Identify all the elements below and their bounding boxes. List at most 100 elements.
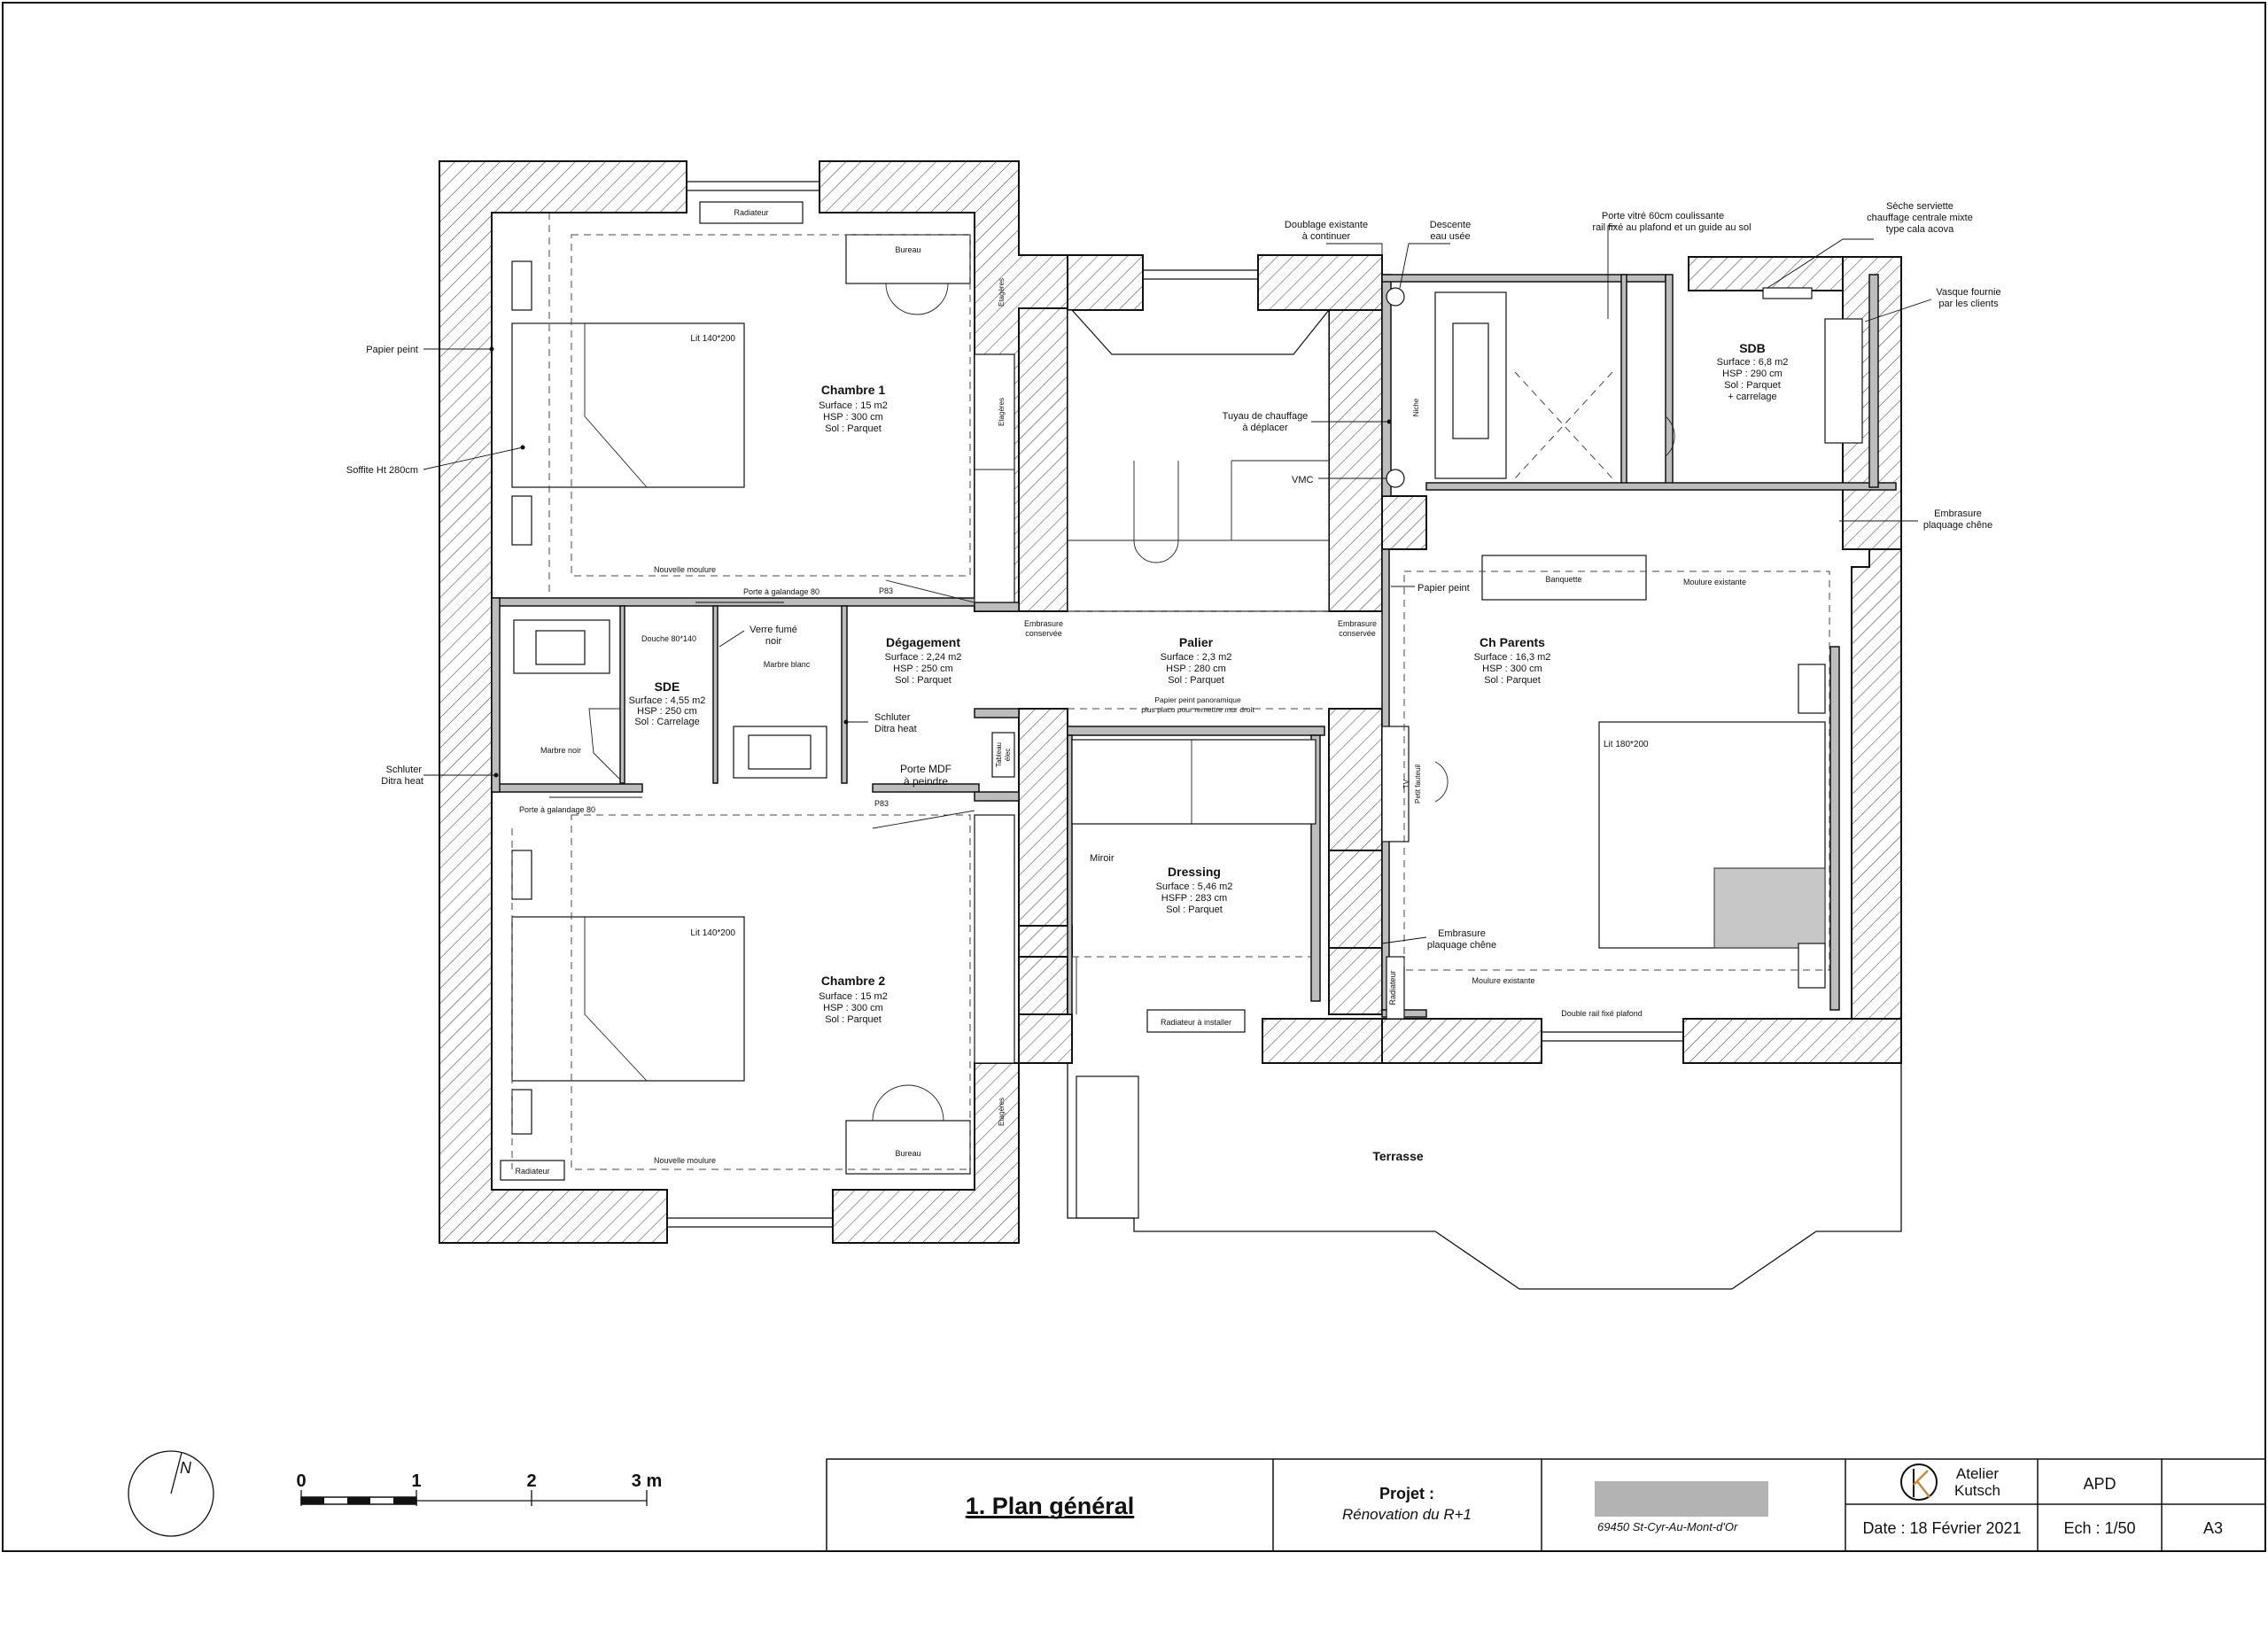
room-name-chparents: Ch Parents [1480,635,1545,649]
note-seche-1: Sèche serviette [1886,201,1953,212]
title-block: 1. Plan général Projet : Rénovation du R… [826,1458,2266,1552]
room-hsp-sdb: HSP : 290 cm [1722,369,1783,379]
walls [439,160,1902,1244]
radiator-label-chambre2: Radiateur [515,1167,549,1176]
room-surface-chparents: Surface : 16,3 m2 [1474,652,1551,663]
note-nouvelle-moulure-bottom: Nouvelle moulure [654,1156,716,1165]
room-sol-sde: Sol : Carrelage [634,717,699,727]
tv-label: TV [1402,779,1410,788]
note-porte-vitre-2: rail fixé au plafond et un guide au sol [1592,222,1751,233]
radiator-label-chambre1: Radiateur [734,208,768,217]
room-surface-dressing: Surface : 5,46 m2 [1156,881,1233,892]
room-surface-palier: Surface : 2,3 m2 [1161,652,1232,663]
room-sol-chambre1: Sol : Parquet [825,423,882,434]
note-etageres-2: Etagères [998,398,1006,426]
note-schluter-left-2: Ditra heat [381,776,423,787]
note-doublage-2: à continuer [1302,231,1351,242]
room-hsp-palier: HSP : 280 cm [1166,664,1226,674]
marble-white-label: Marbre blanc [764,660,811,669]
note-double-rail: Double rail fixé plafond [1561,1009,1643,1018]
projet-label: Projet : [1379,1485,1434,1502]
note-embrasure-l2: conservée [1025,629,1062,638]
note-seche-3: type cala acova [1886,224,1954,235]
phase: APD [2083,1475,2116,1493]
note-porte-galandage-bottom: Porte à galandage 80 [519,805,595,814]
note-verre-2: noir [765,636,782,647]
note-embrasure-l1: Embrasure [1024,619,1063,628]
note-embrasure-chene-r2: plaquage chêne [1923,520,1992,531]
note-tableau-2: élec [1004,749,1012,762]
note-etageres-3: Etagères [998,1098,1006,1126]
room-name-chambre2: Chambre 2 [821,974,886,988]
room-sol-sdb: Sol : Parquet [1724,380,1781,391]
note-embrasure-chene-r1: Embrasure [1934,508,1982,519]
note-embrasure-r2: conservée [1339,629,1376,638]
room-surface-chambre1: Surface : 15 m2 [819,400,888,411]
windows [667,181,1683,1228]
note-vasque-2: par les clients [1938,299,1999,309]
door-p83-top: P83 [879,586,893,595]
note-seche-2: chauffage centrale mixte [1867,213,1973,223]
paper-format: A3 [2203,1519,2223,1537]
door-p83-bottom: P83 [874,799,889,808]
room-hsp-chambre2: HSP : 300 cm [823,1003,883,1013]
room-surface-chambre2: Surface : 15 m2 [819,991,888,1002]
note-embrasure-r1: Embrasure [1338,619,1377,628]
room-name-dressing: Dressing [1168,865,1221,879]
note-nouvelle-moulure-top: Nouvelle moulure [654,565,716,574]
desk-label-chambre1: Bureau [895,245,920,254]
mirror-label: Miroir [1090,853,1115,864]
room-name-sdb: SDB [1739,341,1766,355]
redacted-address-block [1595,1481,1768,1517]
note-embrasure-chene-m1: Embrasure [1438,928,1486,939]
note-porte-galandage-top: Porte à galandage 80 [743,587,819,596]
scale-label-3: 3 m [632,1471,662,1491]
room-hsp-degagement: HSP : 250 cm [893,664,953,674]
note-doublage-1: Doublage existante [1285,220,1368,230]
note-vmc: VMC [1292,475,1314,485]
radiator-label-dressing: Radiateur à installer [1161,1018,1231,1027]
firm-name-1: Atelier [1956,1465,2000,1482]
room-sol-chparents: Sol : Parquet [1484,675,1541,686]
note-schluter-left-1: Schluter [386,765,423,775]
palier-wallpaper-2: plus placo pour remettre mur droit [1141,705,1254,714]
note-embrasure-chene-m2: plaquage chêne [1427,940,1496,951]
scale-bar: 0 1 2 3 m [296,1471,662,1506]
room-hsfp-dressing: HSFP : 283 cm [1161,893,1227,904]
niche-label: Niche [1412,398,1420,416]
note-papier-peint-left: Papier peint [366,345,418,355]
note-tuyau-2: à déplacer [1242,423,1288,433]
room-labels: Chambre 1 Surface : 15 m2 HSP : 300 cm S… [515,208,1788,1176]
note-schluter-mid-2: Ditra heat [874,724,917,734]
shower-label: Douche 80*140 [641,634,696,643]
room-sol-palier: Sol : Parquet [1168,675,1224,686]
room-surface-sde: Surface : 4,55 m2 [629,695,706,706]
note-tableau-1: Tableau [995,742,1003,767]
note-etageres-1: Etagères [998,278,1006,307]
drawing-scale: Ech : 1/50 [2063,1519,2135,1537]
room-name-chambre1: Chambre 1 [821,383,886,397]
note-porte-vitre-1: Porte vitré 60cm coulissante [1602,211,1724,221]
room-hsp-chambre1: HSP : 300 cm [823,412,883,423]
note-descente-2: eau usée [1430,231,1470,242]
desk-label-chambre2: Bureau [895,1149,920,1158]
room-surface-sdb: Surface : 6,8 m2 [1717,357,1789,368]
project-address: 69450 St-Cyr-Au-Mont-d'Or [1597,1520,1738,1533]
room-sol-chambre2: Sol : Parquet [825,1014,882,1025]
room-sol2-sdb: + carrelage [1728,392,1776,402]
note-verre-1: Verre fumé [750,625,797,635]
furniture [500,201,1902,1290]
note-moulure-existante-bottom: Moulure existante [1472,976,1534,985]
pouf-label: Petit fauteuil [1414,765,1422,803]
bed-label-chambre1: Lit 140*200 [690,334,735,344]
scale-label-1: 1 [411,1471,421,1491]
partitions [491,274,1897,1018]
firm-name-2: Kutsch [1954,1482,2000,1499]
radiator-label-chparents: Radiateur [1388,970,1397,1005]
date: Date : 18 Février 2021 [1862,1519,2021,1537]
bench-label: Banquette [1545,575,1581,584]
title-main: 1. Plan général [966,1493,1135,1519]
scale-label-2: 2 [526,1471,536,1491]
room-sol-degagement: Sol : Parquet [895,675,951,686]
